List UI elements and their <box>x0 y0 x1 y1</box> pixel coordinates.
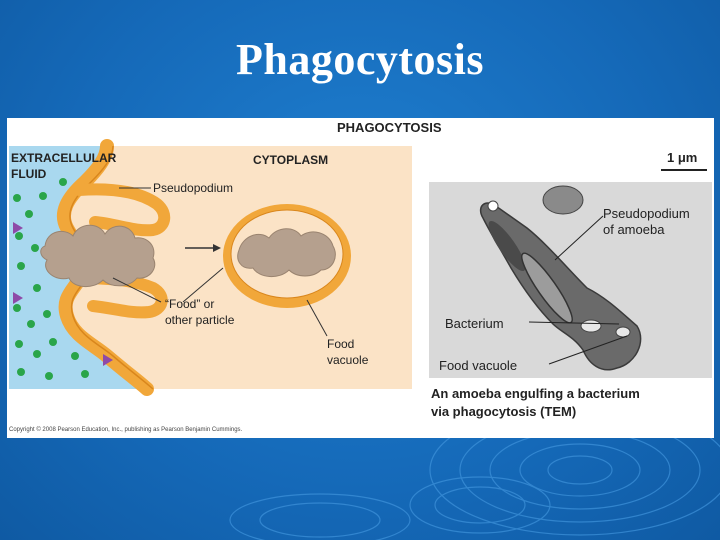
micrograph-panel: 1 μm Pseudopodium of amoeba Bacterium Fo… <box>429 150 712 419</box>
label-extracellular: EXTRACELLULAR <box>11 151 117 165</box>
copyright-text: Copyright © 2008 Pearson Education, Inc.… <box>9 426 243 433</box>
scale-label: 1 μm <box>667 150 697 165</box>
food-particle <box>40 224 156 287</box>
label-pseudopodium: Pseudopodium <box>153 181 233 195</box>
label-food-vacuole-line1: Food <box>327 337 354 351</box>
label-food-vacuole-line2: vacuole <box>327 353 369 367</box>
slide-title: Phagocytosis <box>236 35 484 84</box>
food-vacuole <box>223 204 351 308</box>
caption-line2: via phagocytosis (TEM) <box>431 404 576 419</box>
figure-heading: PHAGOCYTOSIS <box>337 120 442 135</box>
label-fluid: FLUID <box>11 167 47 181</box>
label-food-particle-line1: “Food” or <box>165 297 214 311</box>
label-food-particle-line2: other particle <box>165 313 235 327</box>
label-pseudopodium-amoeba-line1: Pseudopodium <box>603 206 690 221</box>
extracellular-particles <box>13 178 89 380</box>
bacterium-shape <box>521 252 573 324</box>
purple-particles <box>13 222 113 366</box>
diagram-panel: EXTRACELLULAR FLUID CYTOPLASM Pseudopodi… <box>9 139 412 396</box>
label-pseudopodium-amoeba-line2: of amoeba <box>603 222 665 237</box>
caption-line1: An amoeba engulfing a bacterium <box>431 386 640 401</box>
label-food-vacuole-tem: Food vacuole <box>439 358 517 373</box>
label-bacterium: Bacterium <box>445 316 504 331</box>
label-cytoplasm: CYTOPLASM <box>253 153 328 167</box>
phagocytosis-figure: PHAGOCYTOSIS <box>7 118 714 438</box>
